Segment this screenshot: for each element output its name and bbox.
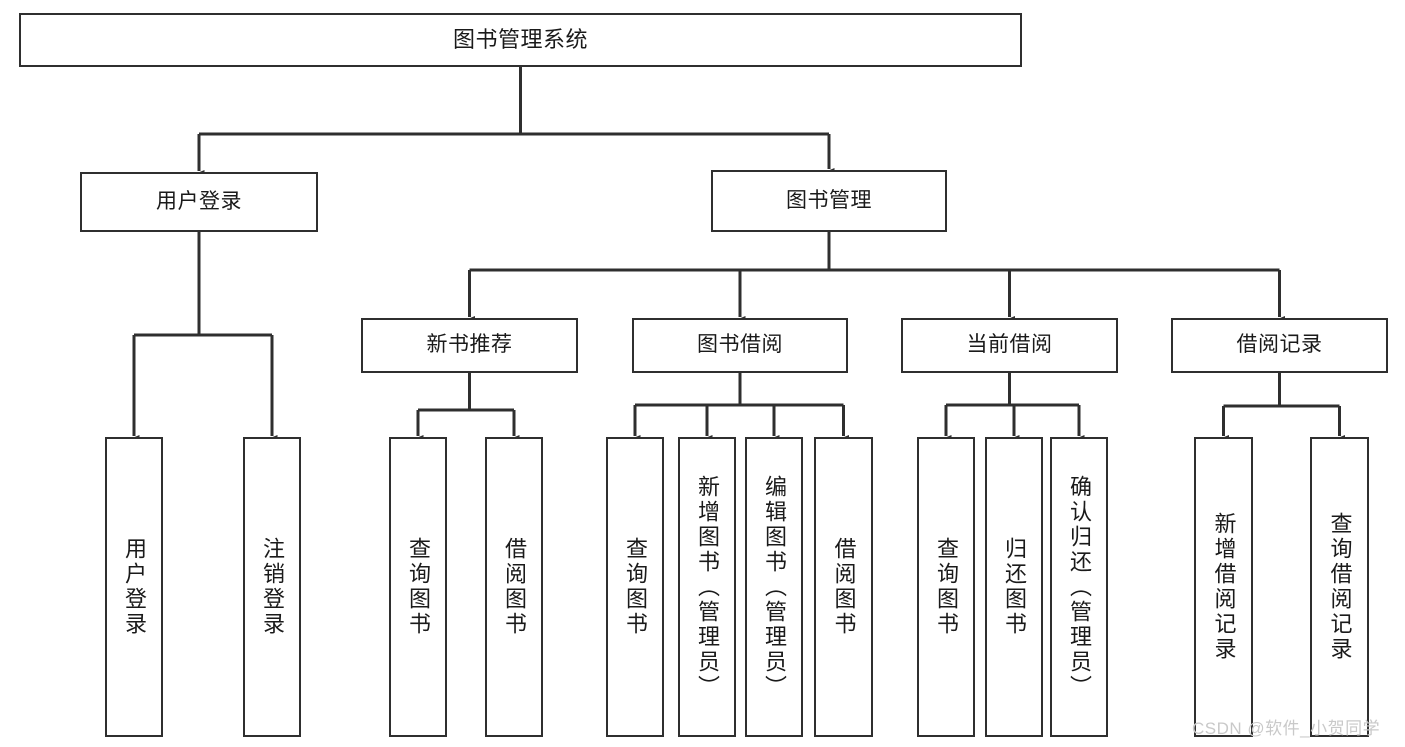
- node-leaf-logout[interactable]: 注销登录: [243, 437, 301, 737]
- node-label: 借阅图书: [831, 537, 857, 637]
- node-label: 查询借阅记录: [1327, 512, 1353, 662]
- node-book-borrow[interactable]: 图书借阅: [632, 318, 848, 373]
- node-leaf-user-login[interactable]: 用户登录: [105, 437, 163, 737]
- node-label: 新增图书（管理员）: [695, 474, 720, 700]
- node-leaf-query-record[interactable]: 查询借阅记录: [1310, 437, 1369, 737]
- node-label: 确认归还（管理员）: [1067, 474, 1092, 700]
- node-new-book-rec[interactable]: 新书推荐: [361, 318, 578, 373]
- node-label: 新增借阅记录: [1211, 512, 1237, 662]
- node-leaf-query-book-2[interactable]: 查询图书: [606, 437, 664, 737]
- node-label: 注销登录: [260, 537, 285, 637]
- node-label: 借阅图书: [502, 537, 527, 637]
- node-label: 当前借阅: [966, 333, 1053, 357]
- node-label: 查询图书: [934, 537, 959, 637]
- node-book-manage[interactable]: 图书管理: [711, 170, 947, 232]
- node-leaf-borrow-book-1[interactable]: 借阅图书: [485, 437, 543, 737]
- node-label: 归还图书: [1002, 537, 1027, 637]
- node-label: 图书管理系统: [452, 27, 588, 53]
- edge-layer: [128, 67, 1345, 444]
- node-label: 新书推荐: [426, 333, 513, 357]
- node-leaf-confirm-return[interactable]: 确认归还（管理员）: [1050, 437, 1108, 737]
- watermark-text: CSDN @软件_小贺同学: [1192, 719, 1381, 738]
- node-label: 查询图书: [406, 537, 431, 637]
- node-leaf-query-book-1[interactable]: 查询图书: [389, 437, 447, 737]
- node-leaf-edit-book[interactable]: 编辑图书（管理员）: [745, 437, 803, 737]
- node-label: 借阅记录: [1236, 333, 1323, 357]
- node-label: 用户登录: [122, 537, 147, 637]
- node-leaf-query-book-3[interactable]: 查询图书: [917, 437, 975, 737]
- node-leaf-borrow-book-2[interactable]: 借阅图书: [814, 437, 873, 737]
- node-label: 图书管理: [786, 188, 872, 212]
- node-current-borrow[interactable]: 当前借阅: [901, 318, 1118, 373]
- node-label: 用户登录: [156, 189, 242, 213]
- node-leaf-return-book[interactable]: 归还图书: [985, 437, 1043, 737]
- node-leaf-add-book[interactable]: 新增图书（管理员）: [678, 437, 736, 737]
- node-label: 图书借阅: [697, 333, 783, 357]
- node-root[interactable]: 图书管理系统: [19, 13, 1022, 67]
- node-label: 编辑图书（管理员）: [762, 474, 787, 700]
- node-leaf-add-record[interactable]: 新增借阅记录: [1194, 437, 1253, 737]
- node-user-login[interactable]: 用户登录: [80, 172, 318, 232]
- node-borrow-record[interactable]: 借阅记录: [1171, 318, 1388, 373]
- node-label: 查询图书: [623, 537, 648, 637]
